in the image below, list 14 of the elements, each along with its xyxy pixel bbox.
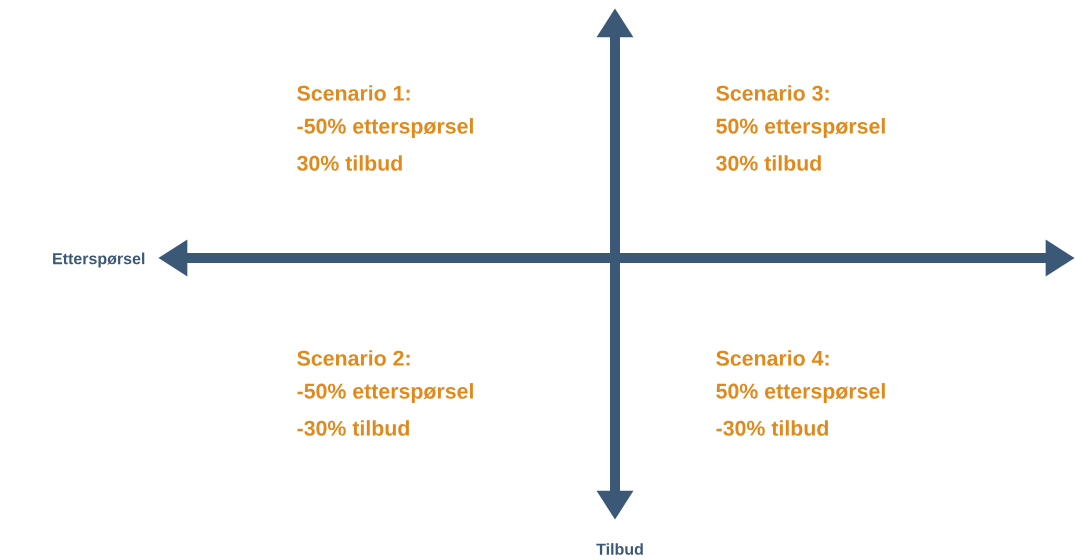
scenario-label: 30% tilbud <box>716 155 821 171</box>
scenario-label: -50% etterspørsel <box>297 118 473 138</box>
axis-label: Etterspørsel <box>53 252 145 268</box>
scenario-label: Scenario 3: <box>716 85 829 101</box>
axis-label: Tilbud <box>596 543 643 555</box>
scenario-label: -50% etterspørsel <box>297 383 473 403</box>
scenario-label: 50% etterspørsel <box>716 118 885 138</box>
scenario-label: -30% tilbud <box>716 420 828 436</box>
scenario-label: 50% etterspørsel <box>716 383 885 403</box>
scenario-label: Scenario 2: <box>297 350 410 366</box>
scenario-label: Scenario 4: <box>716 350 829 366</box>
scenario-label: -30% tilbud <box>297 420 409 436</box>
scenario-label: Scenario 1: <box>297 85 410 101</box>
scenario-label: 30% tilbud <box>297 155 402 171</box>
